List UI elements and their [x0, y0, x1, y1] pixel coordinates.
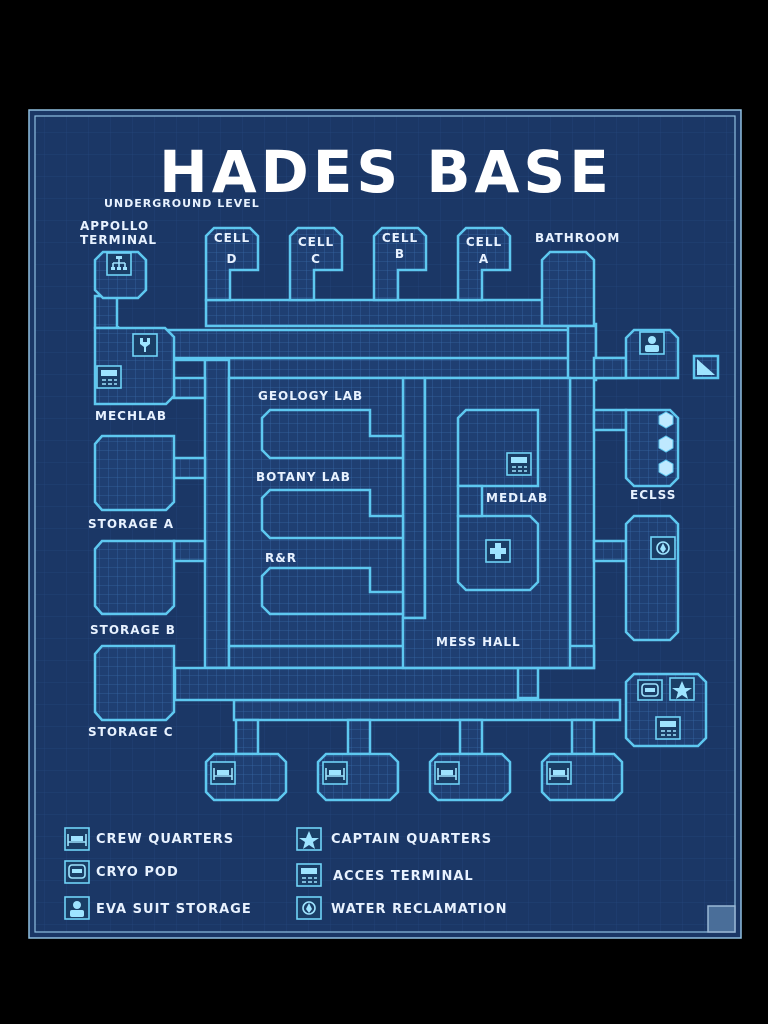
eva-suit-storage-icon [639, 331, 665, 355]
legend-item-crew-quarters: CREW QUARTERS [64, 827, 234, 851]
label-cell-c-1: CELL [298, 235, 334, 249]
label-appollo: APPOLLO [80, 219, 149, 233]
network-terminal-icon [106, 252, 132, 276]
cryo-pod-icon [64, 860, 90, 884]
label-mechlab: MECHLAB [95, 409, 167, 423]
legend-item-water-reclamation: WATER RECLAMATION [296, 896, 508, 920]
legend-item-eva-suit-storage: EVA SUIT STORAGE [64, 896, 252, 920]
map-title: HADES BASE [159, 138, 613, 206]
corner-button[interactable] [707, 905, 736, 933]
map-subtitle: UNDERGROUND LEVEL [104, 197, 260, 210]
airlock-icon [697, 359, 715, 375]
medical-cross-icon [485, 539, 511, 563]
label-botany-lab: BOTANY LAB [256, 470, 351, 484]
legend-item-captain-quarters: CAPTAIN QUARTERS [296, 827, 492, 851]
legend-item-cryo-pod: CRYO POD [64, 860, 179, 884]
crew-quarters-icon [210, 761, 236, 785]
label-medlab: MEDLAB [486, 491, 548, 505]
label-cell-b-1: CELL [382, 231, 418, 245]
label-storage-b: STORAGE B [90, 623, 176, 637]
legend-label: CRYO POD [96, 865, 179, 880]
label-terminal: TERMINAL [80, 233, 157, 247]
room-botany-lab [260, 488, 405, 540]
room-storage-b [93, 539, 176, 616]
label-cell-d-1: CELL [214, 231, 250, 245]
label-rr: R&R [265, 551, 297, 565]
room-storage-a [93, 434, 176, 512]
room-cell-d [204, 226, 260, 302]
room-geology-lab [260, 408, 405, 460]
captain-quarters-icon [669, 677, 695, 701]
legend: CREW QUARTERS CAPTAIN QUARTERS CRYO POD [64, 827, 508, 920]
cryo-pod-icon [637, 679, 663, 701]
wrench-icon [132, 333, 158, 357]
legend-item-access-terminal: ACCES TERMINAL [296, 863, 474, 887]
access-terminal-icon [506, 452, 532, 476]
water-reclamation-icon [296, 896, 322, 920]
label-cell-d-2: D [227, 252, 238, 266]
crew-quarters-icon [322, 761, 348, 785]
legend-label: WATER RECLAMATION [331, 902, 508, 917]
room-cell-c [288, 226, 344, 302]
label-mess-hall: MESS HALL [436, 635, 521, 649]
legend-label: ACCES TERMINAL [333, 869, 474, 884]
crew-quarters-icon [546, 761, 572, 785]
label-cell-c-2: C [311, 252, 321, 266]
eva-suit-storage-icon [64, 896, 90, 920]
room-cell-b [372, 226, 428, 302]
eclss-tank-icon [658, 411, 674, 477]
label-cell-a-2: A [479, 252, 489, 266]
room-rr [260, 566, 405, 616]
label-storage-c: STORAGE C [88, 725, 174, 739]
water-reclamation-icon [650, 536, 676, 560]
legend-label: CREW QUARTERS [96, 832, 234, 847]
label-cell-b-2: B [395, 247, 405, 261]
room-storage-c [93, 644, 176, 722]
crew-quarters-icon [64, 827, 90, 851]
label-storage-a: STORAGE A [88, 517, 174, 531]
access-terminal-icon [96, 365, 122, 389]
room-bathroom [540, 250, 596, 328]
label-eclss: ECLSS [630, 488, 676, 502]
crew-quarters-icon [434, 761, 460, 785]
label-bathroom: BATHROOM [535, 231, 620, 245]
legend-label: CAPTAIN QUARTERS [331, 832, 492, 847]
access-terminal-icon [655, 716, 681, 740]
room-cell-a [456, 226, 512, 302]
label-geology-lab: GEOLOGY LAB [258, 389, 363, 403]
captain-quarters-icon [296, 827, 322, 851]
access-terminal-icon [296, 863, 322, 887]
legend-label: EVA SUIT STORAGE [96, 902, 252, 917]
label-cell-a-1: CELL [466, 235, 502, 249]
room-water-reclamation [624, 514, 680, 642]
